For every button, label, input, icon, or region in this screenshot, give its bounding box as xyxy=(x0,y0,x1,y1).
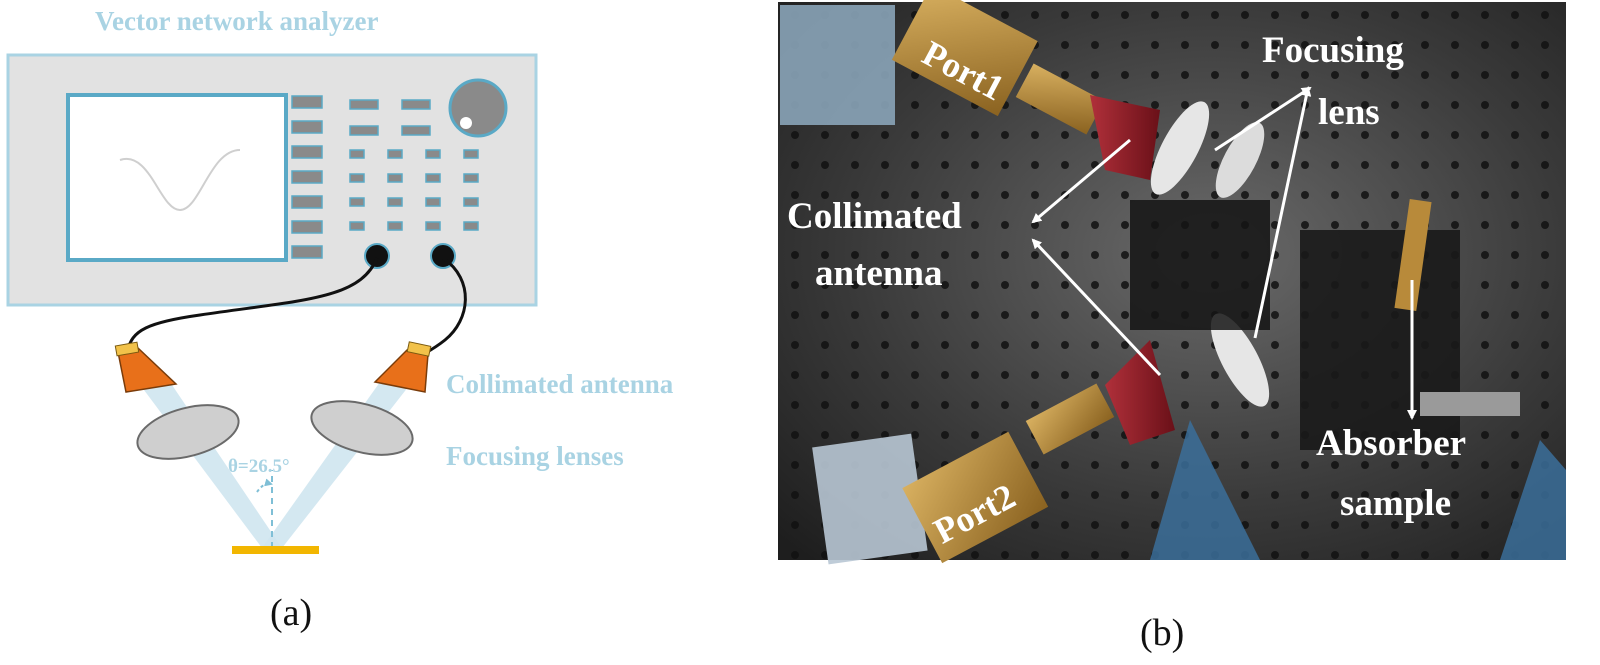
collimated-antenna-label-1: Collimated xyxy=(787,196,962,237)
panel-b-photo: Port1 Port2 Focusing lens Collimated ant… xyxy=(778,0,1566,564)
micrometer xyxy=(1420,392,1520,416)
angle-arc xyxy=(257,484,271,492)
lens-right xyxy=(306,391,419,464)
absorber-stage xyxy=(1300,230,1460,450)
antenna-left xyxy=(115,342,176,392)
caption-b: (b) xyxy=(1140,612,1184,654)
panel-a: Vector network analyzer xyxy=(8,6,674,634)
vna-knob xyxy=(450,80,506,136)
caption-a: (a) xyxy=(270,592,312,634)
lens-mount-center xyxy=(1130,200,1270,330)
vna-port-1 xyxy=(365,244,389,268)
vna-screen xyxy=(68,95,286,260)
sample-plate xyxy=(232,546,319,554)
vna-title: Vector network analyzer xyxy=(95,6,378,36)
lens-label: Focusing lenses xyxy=(446,441,624,471)
absorber-sample-label-1: Absorber xyxy=(1316,423,1466,464)
collimated-antenna-label-2: antenna xyxy=(815,253,942,294)
instrument-box-top xyxy=(780,5,895,125)
angle-label: θ=26.5° xyxy=(228,456,290,477)
focusing-lens-label-1: Focusing xyxy=(1262,30,1404,71)
vna-side-buttons xyxy=(292,96,322,258)
absorber-sample-label-2: sample xyxy=(1340,483,1451,524)
vna-knob-dot xyxy=(460,117,472,129)
antenna-label: Collimated antenna xyxy=(446,369,674,399)
focusing-lens-label-2: lens xyxy=(1318,92,1380,133)
